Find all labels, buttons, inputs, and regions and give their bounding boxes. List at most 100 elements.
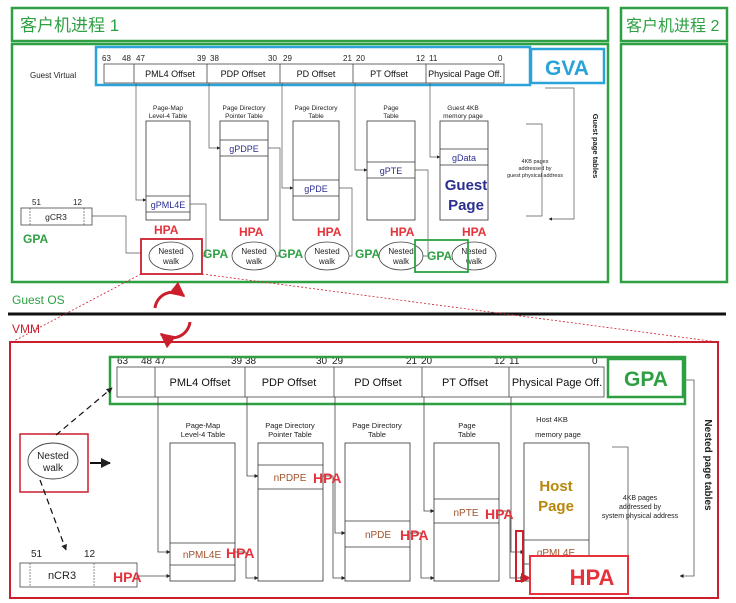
bit-label: 39 [197,54,206,63]
gpa-register [116,366,605,398]
nested-walk-ellipse [231,241,277,271]
nested-walk-text: walk [42,463,64,474]
pages-note: addressed by [619,504,662,511]
top-bit-labels: 63 48 47 39 38 30 29 21 20 12 11 0 [102,54,503,63]
field-physical-page-offset: Physical Page Off. [428,69,502,79]
bit-label: 12 [416,54,425,63]
field-pdp-offset: PDP Offset [262,377,317,389]
cr3-bit: 51 [32,198,41,207]
table-title: Page Directory [295,105,339,112]
hpa-label: HPA [113,569,142,585]
bit-label: 0 [498,54,503,63]
table-title: Page Directory [223,105,267,112]
nested-walk-text: Nested [158,247,183,256]
host-page-label: Host [539,478,572,495]
gpa-label: GPA [203,247,228,261]
nested-walk-ellipse [27,442,79,480]
entry-gdata: gData [452,153,476,163]
guest-virtual-label: Guest Virtual [30,71,76,80]
bit-label: 38 [245,356,257,367]
nested-walk-text: Nested [314,247,339,256]
nested-pml4-table [169,442,236,582]
guest-page-label: Page [448,197,484,214]
hpa-label: HPA [226,545,255,561]
nested-pdp-table [257,442,324,582]
nested-walk-box [19,433,89,493]
bit-label: 29 [332,356,344,367]
final-hpa-box [529,555,629,595]
bit-label: 63 [102,54,111,63]
bit-label: 11 [429,54,438,63]
pages-note: addressed by [518,166,551,172]
hpa-label: HPA [462,225,487,239]
nested-walk-ellipse [378,241,424,271]
nested-walk-text: walk [318,257,336,266]
gpa-highlight-small [414,239,469,273]
bit-label: 47 [136,54,145,63]
table-title: Level-4 Table [149,113,188,120]
guest-process-2-title: 客户机进程 2 [626,17,719,35]
top-guest-page [439,120,489,221]
guest-os-label: Guest OS [12,293,65,307]
guest-process-1-frame [10,42,610,284]
bit-label: 11 [509,356,520,367]
cycle-arrows-icon [153,281,192,349]
host-page-label: Page [538,498,574,515]
final-entry-highlight [515,530,524,582]
table-title: Page [458,421,476,430]
bit-label: 47 [155,356,167,367]
vmm-frame [9,341,719,599]
nested-walk-text: Nested [461,247,486,256]
hpa-label: HPA [239,225,264,239]
table-title: Table [308,113,324,120]
pages-note: guest physical address [507,173,563,179]
pages-note: system physical address [602,513,679,520]
hpa-label: HPA [390,225,415,239]
bit-label: 48 [141,356,153,367]
gva-register [103,63,505,84]
bit-label: 48 [122,54,131,63]
cr3-bit: 12 [73,198,82,207]
nested-walk-text: Nested [241,247,266,256]
hpa-label: HPA [313,470,342,486]
table-title: Level-4 Table [181,430,225,439]
field-pml4-offset: PML4 Offset [145,69,195,79]
hpa-label: HPA [400,527,429,543]
table-title: Pointer Table [268,430,312,439]
top-pdp-table [219,120,269,221]
top-pt-table [366,120,416,221]
top-pd-table [292,120,340,221]
bit-label: 20 [421,356,433,367]
entry-gpml4e: gPML4E [151,200,186,210]
bit-label: 38 [210,54,219,63]
bit-label: 0 [592,356,598,367]
entry-npde: nPDE [365,530,391,541]
nested-walk-text: walk [465,257,483,266]
hpa-label: HPA [485,506,514,522]
entry-gpte: gPTE [380,166,403,176]
guest-page-tables-label: Guest page tables [591,114,600,179]
nested-page-tables-label: Nested page tables [702,419,713,511]
hpa-label: HPA [317,225,342,239]
table-title: Pointer Table [225,113,263,120]
entry-npte: nPTE [453,508,478,519]
bit-label: 29 [283,54,292,63]
gcr3-label: gCR3 [45,212,67,222]
table-title: Table [368,430,386,439]
bit-label: 21 [343,54,352,63]
hpa-label: HPA [154,223,179,237]
nested-walk-ellipse [148,241,194,271]
gpa-label: GPA [278,247,303,261]
nested-pt-table [433,442,500,582]
table-title: Page [383,105,399,112]
pages-note: 4KB pages [623,495,658,502]
field-pd-offset: PD Offset [297,69,336,79]
nested-walk-text: walk [245,257,263,266]
ncr3-register [19,562,138,588]
top-pml4-table [145,120,191,221]
field-pd-offset: PD Offset [354,377,401,389]
field-physical-page-offset: Physical Page Off. [512,377,602,389]
table-title: Host 4KB [536,415,568,424]
bit-label: 21 [406,356,418,367]
